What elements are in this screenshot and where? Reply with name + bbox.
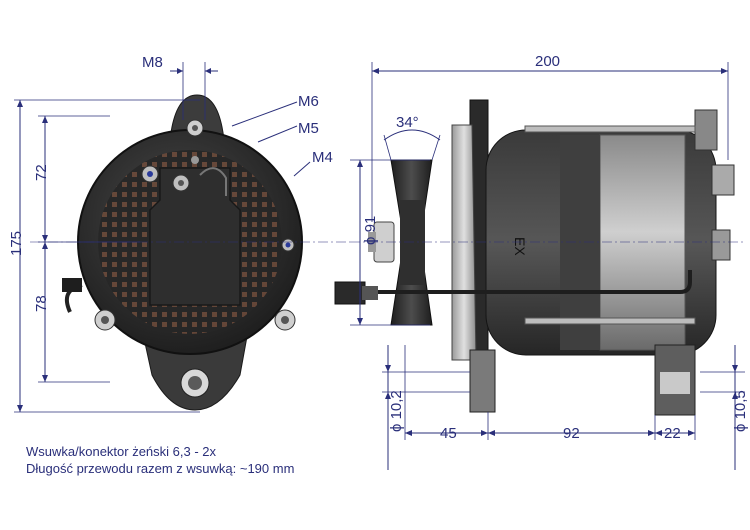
label-dia10-2: ϕ 10,2: [388, 390, 405, 432]
label-34deg: 34°: [396, 114, 419, 131]
side-dimension-lines: [350, 62, 745, 470]
label-22: 22: [664, 425, 681, 442]
label-m4: M4: [312, 149, 333, 166]
label-dia10-5: ϕ 10,5: [732, 390, 749, 432]
label-m6: M6: [298, 93, 319, 110]
top-mounting-ear: [169, 94, 225, 141]
label-45: 45: [440, 425, 457, 442]
label-200: 200: [535, 53, 560, 70]
label-92: 92: [563, 425, 580, 442]
note-wire-length: Długość przewodu razem z wsuwką: ~190 mm: [26, 461, 294, 476]
svg-text:EX: EX: [512, 237, 528, 256]
label-78: 78: [33, 295, 50, 312]
labels: M8 M6 M5 M4 200 34° 175 72 78 ϕ 91 ϕ 10,…: [8, 53, 749, 476]
label-175: 175: [8, 231, 25, 256]
front-dimension-lines: [14, 62, 350, 413]
label-72: 72: [33, 164, 50, 181]
rectifier-cover: [149, 167, 241, 306]
note-connector: Wsuwka/konektor żeński 6,3 - 2x: [26, 444, 217, 459]
cooling-fan: [451, 124, 477, 361]
stator-band: [599, 134, 686, 351]
label-m5: M5: [298, 120, 319, 137]
label-m8: M8: [142, 54, 163, 71]
cable: [378, 270, 692, 294]
label-dia91: ϕ 91: [362, 216, 379, 245]
side-view: EX: [334, 99, 735, 416]
front-view: [62, 94, 303, 411]
